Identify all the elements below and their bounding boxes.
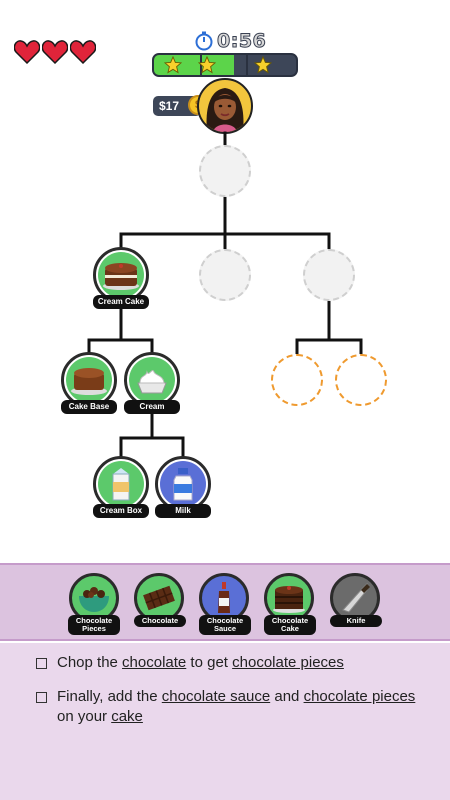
pending-slot[interactable] xyxy=(335,354,387,406)
heart-icon xyxy=(42,40,68,64)
heart-icon xyxy=(14,40,40,64)
chocolate-pieces-icon xyxy=(79,587,109,612)
inventory-label: Chocolate Cake xyxy=(264,615,316,635)
customer-avatar xyxy=(197,78,253,134)
inventory-item-knife[interactable] xyxy=(330,573,380,623)
task-keyword: chocolate pieces xyxy=(303,688,416,705)
stopwatch-icon xyxy=(195,31,213,51)
knife-icon xyxy=(342,582,370,613)
task-text-part: Finally, add the xyxy=(57,688,162,705)
recipe-node-cake-base[interactable] xyxy=(61,352,117,408)
star-progress-bar xyxy=(152,53,298,77)
task-keyword: chocolate sauce xyxy=(161,688,271,705)
chocolate-cake-icon xyxy=(273,586,305,613)
task-keyword: chocolate xyxy=(122,654,187,671)
inventory-item-chocolate-sauce[interactable] xyxy=(199,573,249,623)
empty-slot[interactable] xyxy=(199,249,251,301)
star-icon xyxy=(164,56,182,74)
recipe-node-cream-box[interactable] xyxy=(93,456,149,512)
task-checkbox[interactable] xyxy=(36,692,47,703)
timer-text: 0:56 xyxy=(216,30,267,53)
pending-slot[interactable] xyxy=(271,354,323,406)
inventory-label: Chocolate xyxy=(134,615,186,627)
task-text-part: to get xyxy=(186,654,233,671)
star-icon xyxy=(254,56,272,74)
task-text-part: and xyxy=(270,688,304,705)
task-text: Chop the chocolate to get chocolate piec… xyxy=(57,653,417,673)
empty-slot[interactable] xyxy=(303,249,355,301)
task-item: Finally, add the chocolate sauce and cho… xyxy=(36,687,417,727)
cake-base-icon xyxy=(71,368,107,395)
recipe-node-cream-cake[interactable] xyxy=(93,247,149,303)
chocolate-sauce-icon xyxy=(218,582,230,613)
task-text: Finally, add the chocolate sauce and cho… xyxy=(57,687,417,727)
task-item: Chop the chocolate to get chocolate piec… xyxy=(36,653,417,673)
star-icon xyxy=(198,56,216,74)
task-keyword: chocolate pieces xyxy=(232,654,344,671)
milk-bottle-icon xyxy=(173,468,193,501)
recipe-tree-connectors xyxy=(87,131,363,458)
recipe-node-cream[interactable] xyxy=(124,352,180,408)
task-keyword: cake xyxy=(111,708,143,725)
heart-icon xyxy=(70,40,96,64)
cream-icon xyxy=(137,370,167,394)
chocolate-bar-icon xyxy=(143,585,175,611)
task-text-part: Chop the xyxy=(57,654,123,671)
inventory-label: Chocolate Sauce xyxy=(199,615,251,635)
task-checkbox[interactable] xyxy=(36,658,47,669)
ingredient-inventory: Chocolate Pieces Chocolate Chocolate Sau… xyxy=(0,563,450,641)
cream-cake-icon xyxy=(103,263,139,290)
node-label: Cream Cake xyxy=(93,295,149,309)
progress-divider xyxy=(246,55,248,75)
node-label: Milk xyxy=(155,504,211,518)
timer: 0:56 xyxy=(194,30,267,53)
node-label: Cream xyxy=(124,400,180,414)
node-label: Cake Base xyxy=(61,400,117,414)
inventory-label: Chocolate Pieces xyxy=(68,615,120,635)
task-list: Chop the chocolate to get chocolate piec… xyxy=(0,643,450,800)
task-text-part: on your xyxy=(57,708,112,725)
node-label: Cream Box xyxy=(93,504,149,518)
empty-slot-root[interactable] xyxy=(199,145,251,197)
inventory-label: Knife xyxy=(330,615,382,627)
cream-box-icon xyxy=(112,468,130,501)
inventory-item-chocolate[interactable] xyxy=(134,573,184,623)
